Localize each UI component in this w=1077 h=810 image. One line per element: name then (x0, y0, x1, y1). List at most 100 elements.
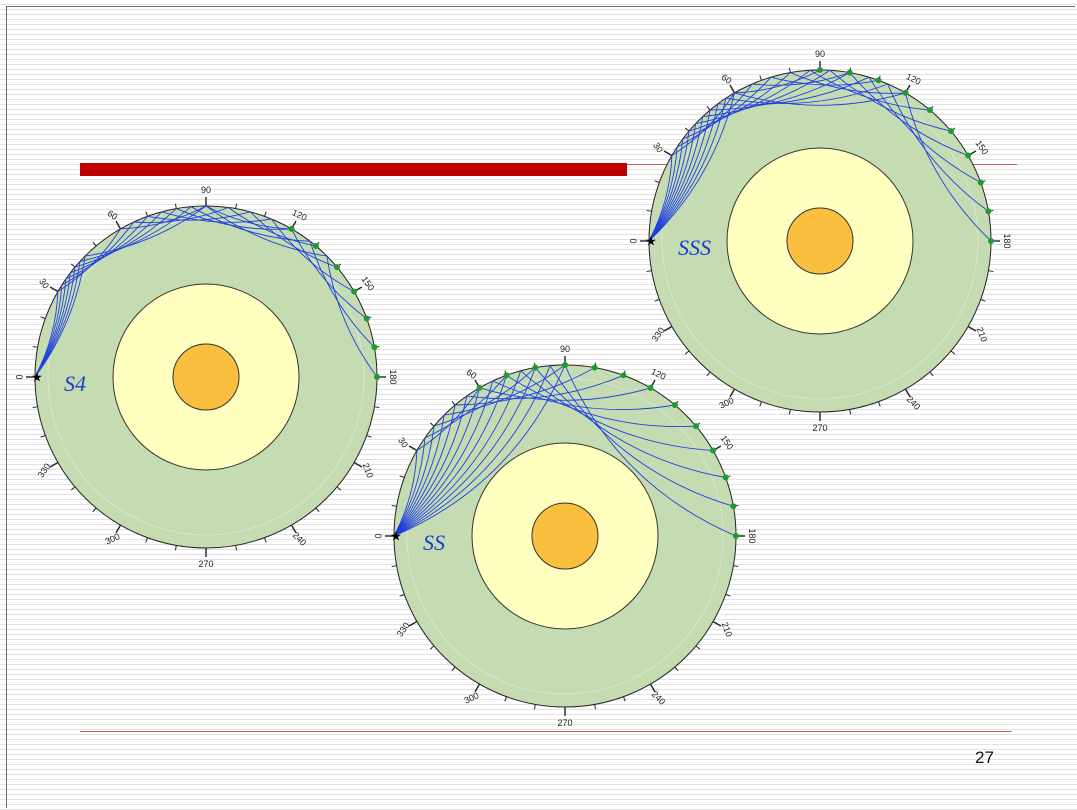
tick-mark (429, 645, 435, 650)
receiver-marker (947, 128, 954, 135)
tick-mark (315, 507, 320, 513)
receiver-markers (817, 67, 994, 244)
tick-mark (594, 704, 597, 710)
tick-mark (451, 666, 456, 672)
tick-mark (788, 67, 791, 73)
tick-mark (264, 211, 267, 217)
source-star-icon: ★ (645, 234, 657, 249)
receiver-markers (288, 225, 380, 380)
tick-mark (904, 388, 911, 398)
receiver-marker (722, 474, 729, 481)
receiver-marker (965, 152, 972, 159)
tick-mark (40, 316, 46, 319)
receiver-marker (351, 288, 358, 295)
tick-mark (663, 325, 673, 332)
tick-mark (235, 203, 238, 209)
tick-mark (950, 350, 956, 355)
angle-label-300: 300 (718, 395, 736, 410)
angle-label-30: 30 (651, 141, 665, 155)
angle-label-210: 210 (720, 621, 735, 639)
tick-mark (92, 507, 97, 513)
tick-mark (988, 270, 994, 273)
angle-label-270: 270 (557, 718, 572, 728)
ray-path (393, 364, 566, 537)
tick-mark (649, 683, 656, 693)
receiver-marker (977, 179, 984, 186)
angle-label-120: 120 (291, 207, 309, 222)
receiver-marker (875, 77, 882, 84)
receiver-marker (620, 372, 627, 379)
tick-mark (174, 545, 177, 551)
tick-mark (399, 594, 405, 597)
tick-mark (145, 211, 148, 217)
angle-label-90: 90 (815, 49, 825, 59)
tick-mark (115, 220, 122, 230)
tick-mark (654, 299, 660, 302)
receiver-marker (988, 238, 994, 244)
ray-paths (648, 69, 992, 242)
tick-mark (654, 180, 660, 183)
receiver-marker (363, 315, 370, 322)
tick-mark (366, 435, 372, 438)
tick-mark (663, 150, 673, 157)
receiver-marker (730, 503, 737, 510)
tick-mark (40, 435, 46, 438)
ray-path (393, 367, 536, 537)
angle-label-240: 240 (905, 394, 923, 412)
phase-label: SSS (678, 235, 711, 260)
tick-mark (49, 461, 59, 468)
tick-mark (729, 84, 736, 94)
tick-mark (290, 524, 297, 534)
angle-label-60: 60 (720, 72, 734, 86)
source-star-icon: ★ (31, 370, 43, 385)
tick-mark (92, 241, 97, 247)
angle-label-90: 90 (201, 185, 211, 195)
ray-path (648, 69, 952, 242)
tick-mark (235, 545, 238, 551)
tick-mark (533, 704, 536, 710)
receiver-marker (733, 533, 739, 539)
tick-mark (623, 696, 626, 702)
receiver-marker (371, 344, 378, 351)
tick-mark (967, 325, 977, 332)
angle-label-300: 300 (463, 690, 481, 705)
ray-path (34, 205, 292, 378)
tick-mark (712, 620, 722, 627)
ray-path (648, 76, 981, 242)
phase-label: S4 (64, 371, 86, 396)
ray-path (393, 370, 714, 537)
ray-paths (34, 205, 378, 378)
s4-earth-diagram: 0 30 60 90 120 150 180 210 240 270 300 3… (14, 185, 398, 569)
tick-mark (451, 400, 456, 406)
angle-labels: 0 30 60 90 120 150 180 210 240 270 300 3… (628, 49, 1012, 433)
tick-mark (115, 524, 122, 534)
tick-mark (733, 565, 739, 568)
angle-label-30: 30 (396, 436, 410, 450)
ray-path (34, 211, 355, 378)
receiver-marker (926, 107, 933, 114)
ray-path (648, 92, 992, 242)
ss-earth-diagram: 0 30 60 90 120 150 180 210 240 270 300 3… (373, 344, 757, 728)
ray-path (648, 72, 850, 242)
ray-path (34, 205, 378, 378)
tick-mark (646, 209, 652, 212)
tick-mark (70, 263, 76, 268)
angle-label-150: 150 (974, 138, 991, 156)
angle-label-270: 270 (198, 559, 213, 569)
ray-path (393, 367, 595, 537)
phase-label: SS (423, 530, 445, 555)
tick-mark (674, 666, 679, 672)
ray-path (34, 206, 375, 378)
receiver-marker (476, 384, 483, 391)
faint-inner-ring (406, 377, 724, 695)
receiver-markers (476, 362, 739, 539)
tick-mark (429, 422, 435, 427)
angle-label-60: 60 (465, 367, 479, 381)
ray-path (393, 380, 675, 537)
slide-number: 27 (975, 748, 994, 767)
tick-mark (32, 406, 38, 409)
tick-mark (391, 504, 397, 507)
angle-label-240: 240 (291, 530, 309, 548)
receiver-marker (333, 264, 340, 271)
tick-mark (646, 270, 652, 273)
